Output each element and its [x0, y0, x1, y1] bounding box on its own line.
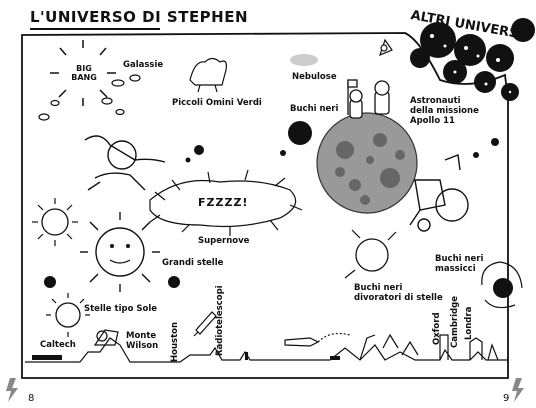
label-astronauti-3: Apollo 11 [410, 116, 455, 126]
label-oxford: Oxford [432, 312, 442, 345]
page-number-right: 9 [503, 393, 510, 404]
massive-hole-swirl [481, 261, 523, 309]
label-astronauti-1: Astronauti [410, 96, 461, 106]
shuttle [284, 332, 351, 347]
label-grandi-stelle: Grandi stelle [162, 258, 224, 268]
moon-craters [335, 133, 405, 205]
page-number-left: 8 [28, 393, 35, 404]
rocket-mid [193, 311, 217, 337]
title-underline [30, 28, 160, 30]
supernova-sound: FZZZZ! [198, 196, 249, 209]
little-green-men [189, 57, 227, 93]
label-supernove: Supernove [198, 236, 250, 246]
supernova [149, 169, 303, 236]
skyline [25, 329, 508, 363]
astronauts [347, 79, 390, 119]
label-radiotelescopi: Radiotelescopi [215, 285, 225, 356]
wheelchair [409, 154, 469, 232]
page-title: L'UNIVERSO DI STEPHEN [30, 8, 249, 26]
label-buchi-neri-massicci-2: massicci [435, 264, 476, 274]
big-star [80, 212, 160, 292]
label-piccoli-omini-verdi: Piccoli Omini Verdi [172, 98, 262, 108]
label-buchi-neri-massicci-1: Buchi neri [435, 254, 484, 264]
label-divoratori-2: divoratori di stelle [354, 293, 443, 303]
label-buchi-neri: Buchi neri [290, 104, 339, 114]
altri-universi-dots [430, 34, 512, 94]
moon [316, 112, 418, 214]
label-stelle-tipo-sole: Stelle tipo Sole [84, 304, 158, 314]
label-nebulose: Nebulose [292, 72, 337, 82]
label-cambridge: Cambridge [450, 296, 460, 348]
star-eater [344, 229, 397, 279]
corner-bolts [6, 378, 524, 402]
label-houston: Houston [170, 321, 180, 362]
black-holes [44, 121, 513, 298]
label-caltech: Caltech [40, 340, 76, 350]
altri-universi-bubbles [410, 18, 535, 101]
label-galassie: Galassie [123, 60, 164, 70]
nebula [290, 54, 318, 66]
rocket-top [379, 38, 393, 57]
label-astronauti-2: della missione [410, 106, 479, 116]
big-bang-label: BIG BANG [71, 64, 97, 82]
small-star-2 [46, 293, 90, 337]
galaxies [38, 74, 141, 121]
label-divoratori-1: Buchi neri [354, 283, 403, 293]
big-bang-burst [50, 40, 116, 106]
label-monte-wilson-2: Wilson [126, 341, 159, 351]
small-star-1 [32, 198, 78, 246]
page-frame [21, 32, 509, 379]
skyline-fills [32, 352, 340, 360]
label-londra: Londra [464, 306, 474, 340]
stephen-floating [84, 135, 166, 191]
label-monte-wilson-1: Monte [126, 331, 157, 341]
